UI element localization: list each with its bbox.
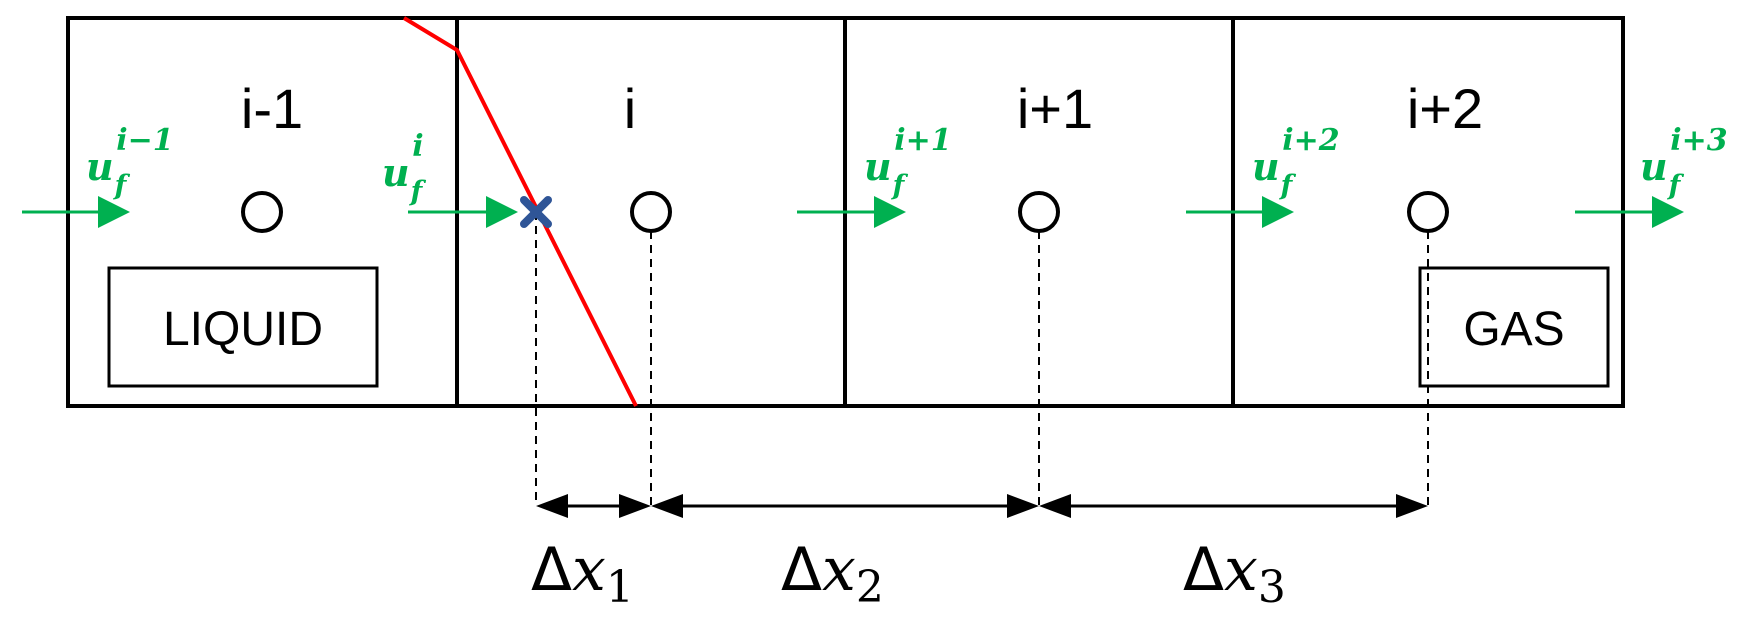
- gas-label: GAS: [1463, 303, 1564, 356]
- spacing-label-dx2: Δx2: [781, 535, 884, 613]
- velocity-label: ufi: [382, 129, 427, 207]
- velocity-arrow: [408, 196, 518, 228]
- cell-center-node: [1407, 191, 1449, 233]
- velocity-label: ufi+3: [1640, 123, 1728, 201]
- interface-line: [402, 16, 638, 407]
- cell-label-i-minus-1: i-1: [241, 77, 303, 140]
- velocity-label: ufi+2: [1252, 123, 1340, 201]
- cell-center-node: [1018, 191, 1060, 233]
- cell-center-node: [630, 191, 672, 233]
- spacing-label-dx3: Δx3: [1183, 535, 1286, 613]
- gas-box: [1418, 266, 1610, 388]
- cell-center-node: [241, 191, 283, 233]
- liquid-label: LIQUID: [163, 303, 323, 356]
- cell-label-i-plus-1: i+1: [1017, 77, 1093, 140]
- velocity-label: ufi−1: [86, 123, 174, 201]
- liquid-box: [107, 266, 379, 388]
- velocity-arrow: [22, 196, 130, 228]
- interface-intersection-marker: [520, 196, 552, 228]
- velocity-arrow: [1186, 196, 1294, 228]
- dimension-arrow-dx2: [651, 494, 1039, 518]
- dimension-arrow-dx3: [1039, 494, 1428, 518]
- cell-label-i-plus-2: i+2: [1407, 77, 1483, 140]
- velocity-arrow: [1575, 196, 1684, 228]
- dimension-arrow-dx1: [536, 494, 651, 518]
- cell-label-i: i: [624, 77, 636, 140]
- spacing-label-dx1: Δx1: [531, 535, 634, 613]
- velocity-arrow: [797, 196, 906, 228]
- velocity-label: ufi+1: [864, 123, 952, 201]
